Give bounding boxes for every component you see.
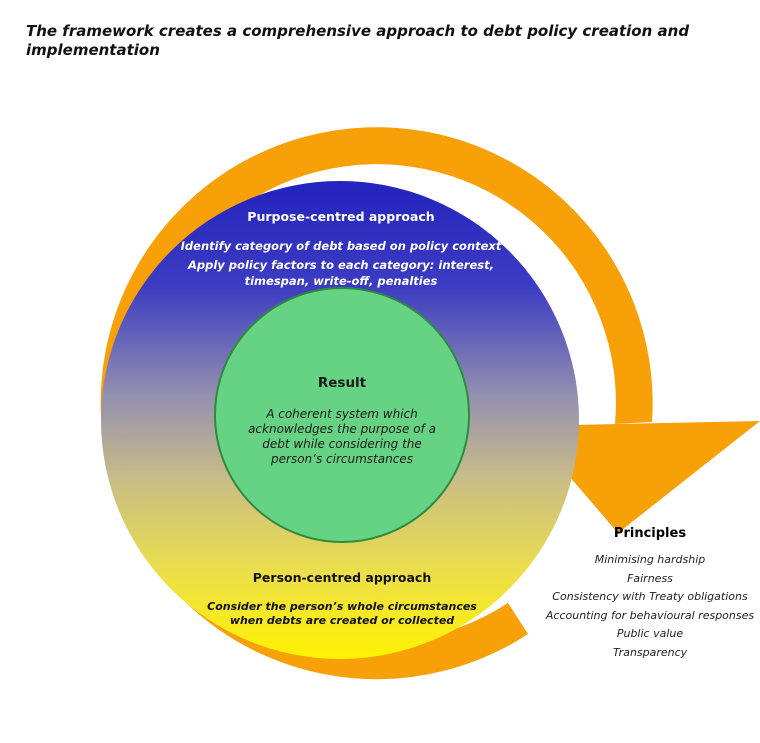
purpose-heading: Purpose-centred approach xyxy=(247,209,434,224)
result-line-1: A coherent system which xyxy=(265,407,418,421)
arrow-head-icon xyxy=(526,421,760,533)
principles-panel: Principles Minimising hardship Fairness … xyxy=(530,526,760,662)
principle-item: Accounting for behavioural responses xyxy=(545,608,755,622)
purpose-line-1: Identify category of debt based on polic… xyxy=(181,239,502,253)
result-circle xyxy=(214,287,470,543)
principle-item: Consistency with Treaty obligations xyxy=(552,590,748,603)
person-line-1: Consider the person’s whole circumstance… xyxy=(207,600,477,613)
page-title: The framework creates a comprehensive ap… xyxy=(26,22,690,59)
principles-list: Minimising hardship Fairness Consistency… xyxy=(530,551,760,662)
principle-item: Transparency xyxy=(612,645,688,659)
principle-item: Fairness xyxy=(627,571,673,585)
result-line-2: acknowledges the purpose of a xyxy=(248,422,436,436)
person-line-2: when debts are created or collected xyxy=(230,614,454,627)
result-line-4: person’s circumstances xyxy=(270,452,413,466)
result-heading: Result xyxy=(318,375,367,391)
principle-item: Minimising hardship xyxy=(594,553,706,566)
principles-heading: Principles xyxy=(613,526,687,541)
purpose-line-2: Apply policy factors to each category: i… xyxy=(187,258,494,272)
purpose-line-3: timespan, write-off, penalties xyxy=(245,274,438,288)
person-heading: Person-centred approach xyxy=(253,570,431,585)
result-line-3: debt while considering the xyxy=(262,437,422,451)
principle-item: Public value xyxy=(616,627,684,640)
